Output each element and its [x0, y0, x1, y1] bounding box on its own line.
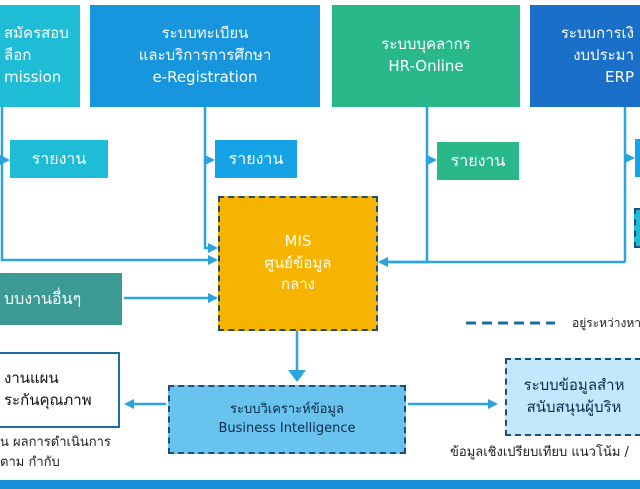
- mis-line2: ศูนย์ข้อมูล: [264, 253, 332, 272]
- business-intelligence-box: ระบบวิเคราะห์ข้อมูล Business Intelligenc…: [168, 385, 406, 454]
- registration-system-box: ระบบทะเบียน และบริการการศึกษา e-Registra…: [90, 5, 320, 107]
- executive-support-box: ระบบข้อมูลสำห สนับสนุนผู้บริห: [505, 358, 640, 436]
- bottom-band: [0, 480, 640, 489]
- admission-line3: mission: [4, 67, 62, 86]
- connector-registration-report: [203, 107, 215, 165]
- other-systems-box: บบงานอื่นๆ: [0, 273, 122, 325]
- bi-line1: ระบบวิเคราะห์ข้อมูล: [230, 401, 344, 417]
- exec-line1: ระบบข้อมูลสำห: [523, 376, 625, 395]
- admission-line1: สมัครสอบ: [4, 24, 69, 43]
- exec-line2: สนับสนุนผู้บริห: [526, 398, 622, 416]
- erp-pending-box-partial: [634, 208, 640, 248]
- bi-line2: Business Intelligence: [218, 420, 356, 436]
- admission-line2: ลือก: [4, 46, 32, 65]
- connector-admission-mis: [0, 160, 218, 265]
- hr-line1: ระบบบุคลากร: [381, 35, 471, 54]
- connector-admission-report: [0, 107, 10, 165]
- planning-note-line1: น ผลการดำเนินการ: [0, 435, 111, 450]
- erp-line2: งบประมา: [573, 46, 634, 65]
- hr-system-box: ระบบบุคลากร HR-Online: [332, 5, 520, 107]
- planning-note: น ผลการดำเนินการ ตาม กำกับ: [0, 433, 111, 473]
- hr-line2: HR-Online: [388, 57, 464, 75]
- legend-label: อยู่ระหว่างหาร: [572, 316, 640, 330]
- erp-line3: ERP: [605, 67, 634, 86]
- admission-report-label: รายงาน: [31, 148, 87, 168]
- connector-hr-report: [425, 107, 437, 165]
- mis-to-bi-arrowhead: [288, 370, 306, 382]
- mis-line1: MIS: [284, 231, 312, 250]
- registration-report-box: รายงาน: [215, 140, 297, 178]
- admission-report-box: รายงาน: [10, 140, 108, 178]
- planning-line2: ระกันคุณภาพ: [4, 391, 92, 409]
- connector-registration-mis: [203, 160, 218, 253]
- registration-line1: ระบบทะเบียน: [161, 24, 249, 43]
- mis-line3: กลาง: [280, 275, 316, 294]
- mis-central-box: MIS ศูนย์ข้อมูล กลาง: [218, 196, 378, 331]
- hr-report-box: รายงาน: [437, 142, 519, 180]
- erp-report-box-partial: [635, 139, 640, 177]
- registration-line3: e-Registration: [152, 67, 258, 86]
- other-systems-label: บบงานอื่นๆ: [4, 289, 82, 309]
- comparison-note: ข้อมูลเชิงเปรียบเทียบ แนวโน้ม /: [450, 445, 629, 460]
- planning-note-line2: ตาม กำกับ: [0, 455, 60, 471]
- planning-line1: งานแผน: [4, 369, 59, 388]
- hr-report-label: รายงาน: [450, 150, 506, 170]
- admission-system-box: สมัครสอบ ลือก mission: [0, 5, 80, 107]
- erp-line1: ระบบการเงิ: [560, 24, 634, 43]
- erp-system-box: ระบบการเงิ งบประมา ERP: [530, 5, 640, 107]
- registration-report-label: รายงาน: [228, 148, 284, 168]
- planning-qa-box: งานแผน ระกันคุณภาพ: [0, 352, 120, 428]
- connector-hr-mis: [378, 160, 429, 267]
- registration-line2: และบริการการศึกษา: [138, 46, 272, 65]
- connector-erp-report: [623, 107, 635, 163]
